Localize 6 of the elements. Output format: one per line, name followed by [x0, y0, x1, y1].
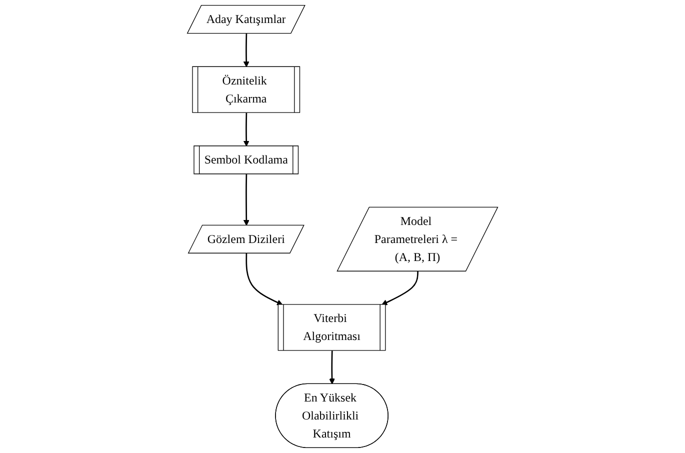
arrow — [382, 271, 418, 306]
arrow — [243, 112, 250, 146]
arrow — [246, 253, 283, 306]
arrow — [329, 350, 335, 384]
arrow — [243, 34, 250, 68]
arrow — [243, 174, 250, 226]
